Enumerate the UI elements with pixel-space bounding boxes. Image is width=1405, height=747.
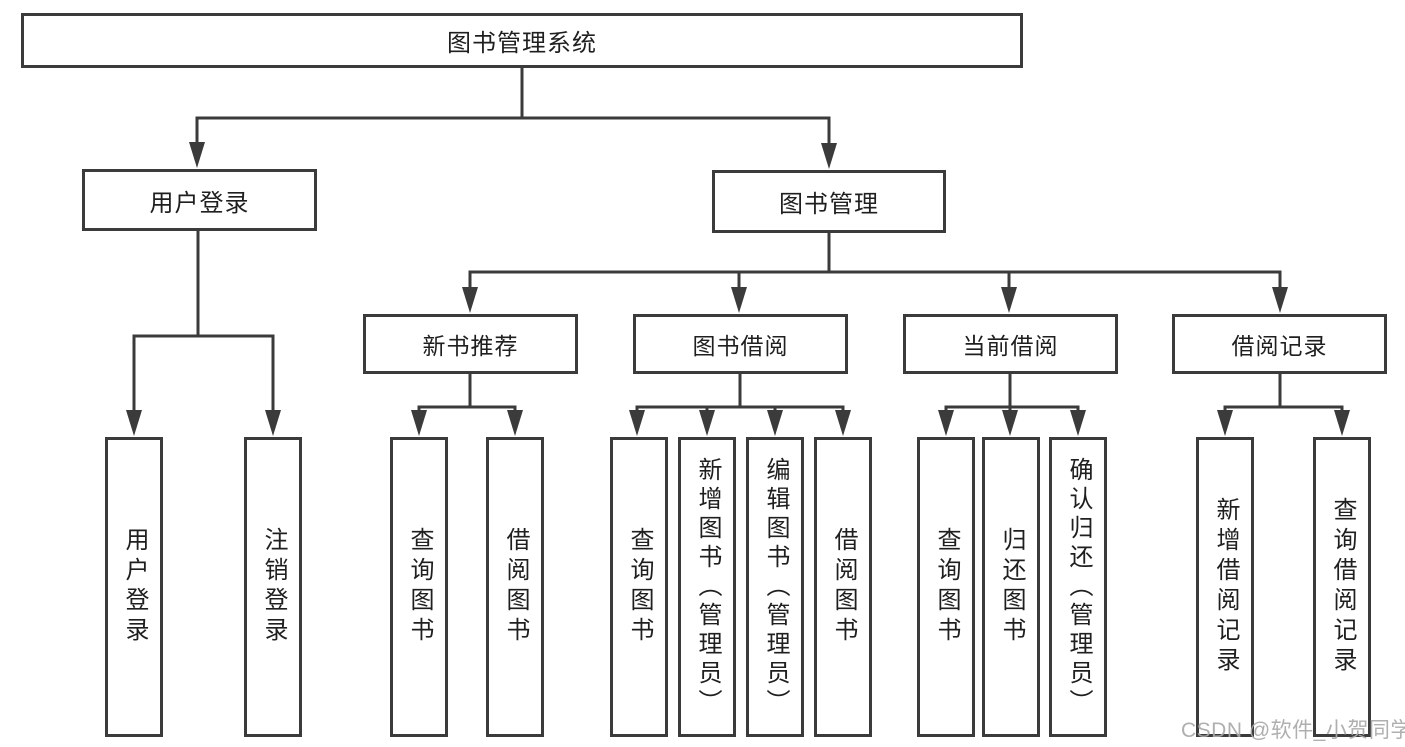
node-new-book-recommend-label: 新书推荐 (422, 333, 519, 359)
leaf-query-borrow-record: 查询借阅记录 (1313, 437, 1371, 737)
node-book-management-label: 图书管理 (779, 191, 879, 218)
leaf-confirm-return-admin: 确认归还（管理员） (1049, 437, 1107, 737)
leaf-query-books-current-label: 查询图书 (933, 527, 960, 647)
node-book-borrowing: 图书借阅 (633, 314, 848, 374)
arrowheads-user-login-children (126, 410, 281, 436)
node-root-label: 图书管理系统 (447, 30, 597, 57)
connector-new-book-recommend-children (417, 374, 517, 414)
leaf-user-login-label: 用户登录 (121, 527, 148, 647)
leaf-edit-books-admin: 编辑图书（管理员） (746, 437, 804, 737)
connector-current-borrowing-children (944, 374, 1080, 414)
leaf-borrow-books: 借阅图书 (814, 437, 872, 737)
connector-book-borrowing-children (635, 374, 845, 414)
arrowheads-borrowing-records-children (1217, 410, 1350, 436)
leaf-logout-label: 注销登录 (260, 527, 287, 647)
leaf-query-borrow-record-label: 查询借阅记录 (1329, 497, 1356, 677)
leaf-add-books-admin: 新增图书（管理员） (678, 437, 736, 737)
connector-root-to-level2 (195, 66, 831, 148)
node-borrowing-records-label: 借阅记录 (1231, 333, 1328, 359)
leaf-add-books-admin-label: 新增图书（管理员） (694, 456, 721, 718)
leaf-query-books-current: 查询图书 (917, 437, 975, 737)
leaf-add-borrow-record-label: 新增借阅记录 (1212, 497, 1239, 677)
node-current-borrowing: 当前借阅 (903, 314, 1118, 374)
leaf-borrow-books-label: 借阅图书 (830, 527, 857, 647)
leaf-return-books: 归还图书 (982, 437, 1040, 737)
arrowheads-new-book-recommend-children (411, 410, 523, 436)
connector-borrowing-records-children (1223, 374, 1344, 414)
node-book-borrowing-label: 图书借阅 (692, 333, 789, 359)
leaf-query-books-borrowing-label: 查询图书 (626, 527, 653, 647)
node-book-management: 图书管理 (712, 170, 946, 233)
arrowheads-book-borrowing-children (629, 410, 851, 436)
leaf-query-books-recommend-label: 查询图书 (406, 527, 433, 647)
leaf-edit-books-admin-label: 编辑图书（管理员） (762, 456, 789, 718)
arrowheads-level2 (189, 142, 837, 169)
leaf-borrow-books-recommend: 借阅图书 (486, 437, 544, 737)
connector-user-login-children (132, 231, 275, 414)
leaf-query-books-borrowing: 查询图书 (610, 437, 668, 737)
node-current-borrowing-label: 当前借阅 (962, 333, 1059, 359)
leaf-borrow-books-recommend-label: 借阅图书 (502, 527, 529, 647)
leaf-add-borrow-record: 新增借阅记录 (1196, 437, 1254, 737)
node-root: 图书管理系统 (21, 13, 1023, 68)
arrowheads-current-borrowing-children (938, 410, 1086, 436)
connector-book-management-children (468, 233, 1282, 292)
leaf-confirm-return-admin-label: 确认归还（管理员） (1065, 456, 1092, 718)
leaf-logout: 注销登录 (244, 437, 302, 737)
arrowheads-book-management-children (462, 287, 1288, 313)
node-new-book-recommend: 新书推荐 (363, 314, 578, 374)
node-user-login: 用户登录 (82, 169, 317, 231)
node-borrowing-records: 借阅记录 (1172, 314, 1387, 374)
csdn-watermark: CSDN @软件_小贺同学 (1181, 719, 1405, 742)
leaf-return-books-label: 归还图书 (998, 527, 1025, 647)
leaf-user-login: 用户登录 (105, 437, 163, 737)
node-user-login-label: 用户登录 (149, 189, 250, 217)
leaf-query-books-recommend: 查询图书 (390, 437, 448, 737)
